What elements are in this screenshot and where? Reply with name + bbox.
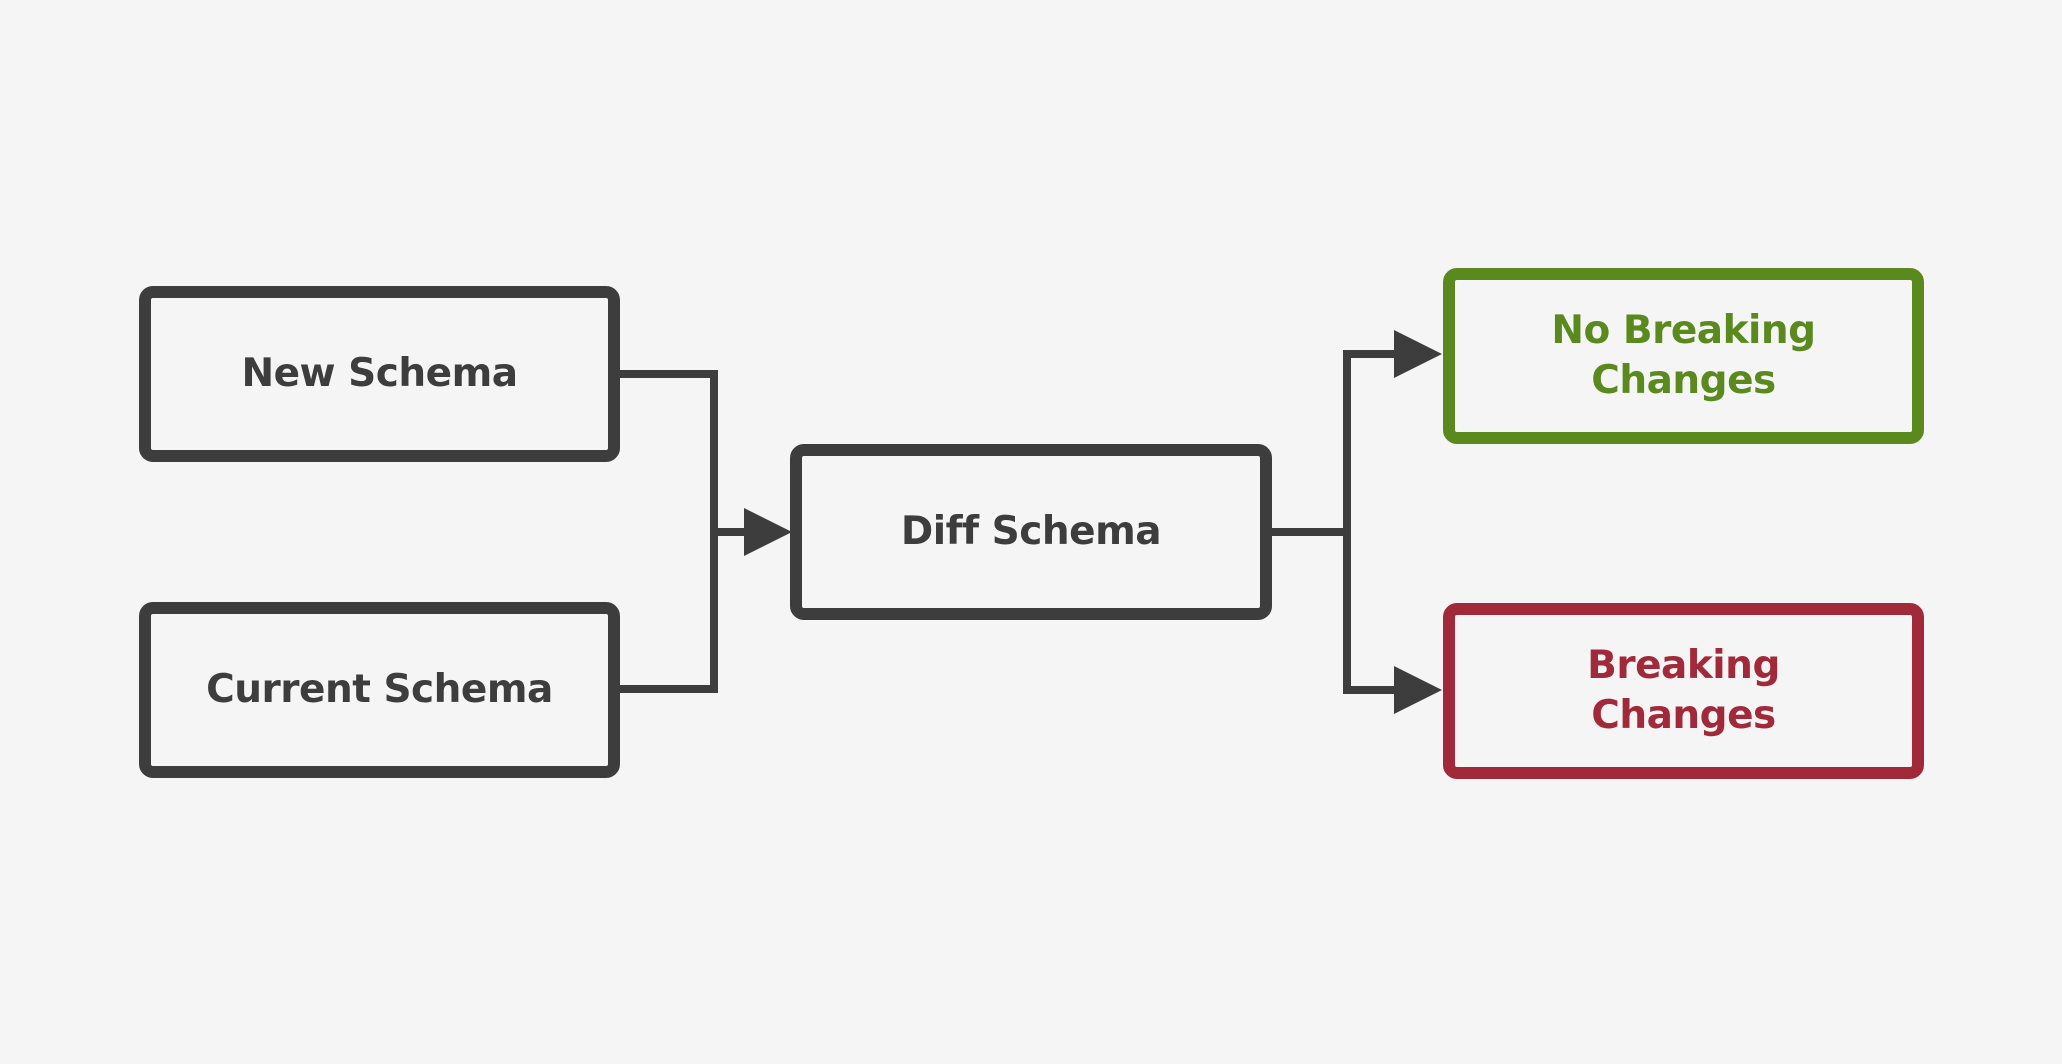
node-new-schema-label: New Schema bbox=[241, 351, 518, 396]
node-new-schema: New Schema bbox=[139, 286, 620, 462]
edge-current-to-diff bbox=[620, 530, 718, 693]
node-no-breaking-changes: No Breaking Changes bbox=[1443, 268, 1924, 444]
edge-split-to-breaking bbox=[1343, 530, 1400, 694]
node-diff-schema: Diff Schema bbox=[790, 444, 1272, 620]
edge-new-to-diff bbox=[620, 370, 718, 534]
node-breaking-changes: Breaking Changes bbox=[1443, 603, 1924, 779]
node-current-schema-label: Current Schema bbox=[206, 667, 553, 712]
arrowhead-to-diff bbox=[744, 508, 792, 556]
arrowhead-to-breaking bbox=[1394, 666, 1442, 714]
arrowhead-to-no-breaking bbox=[1394, 330, 1442, 378]
edge-split-to-ok bbox=[1343, 350, 1400, 532]
node-current-schema: Current Schema bbox=[139, 602, 620, 778]
node-breaking-changes-label: Breaking Changes bbox=[1587, 643, 1780, 738]
node-diff-schema-label: Diff Schema bbox=[900, 509, 1162, 554]
node-no-breaking-changes-label: No Breaking Changes bbox=[1551, 308, 1816, 403]
